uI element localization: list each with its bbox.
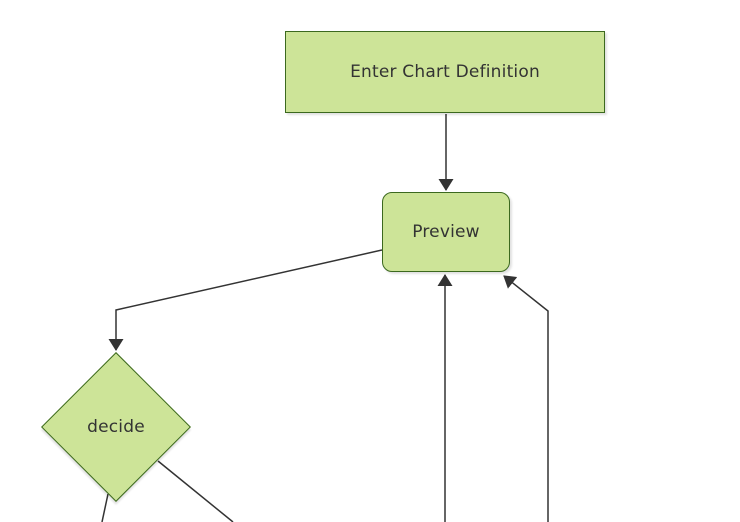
edge-decide-to-offscreen-bottom-left bbox=[101, 493, 109, 522]
node-enter-chart-definition-label: Enter Chart Definition bbox=[350, 62, 540, 82]
node-preview-label: Preview bbox=[412, 222, 480, 242]
node-enter-chart-definition: Enter Chart Definition bbox=[285, 31, 605, 113]
edge-decide-to-offscreen-bottom-right bbox=[157, 460, 234, 522]
edge-preview-to-decide bbox=[108, 249, 383, 351]
node-preview: Preview bbox=[382, 192, 510, 272]
edge-bottom-right-offscreen-to-preview bbox=[503, 275, 549, 522]
